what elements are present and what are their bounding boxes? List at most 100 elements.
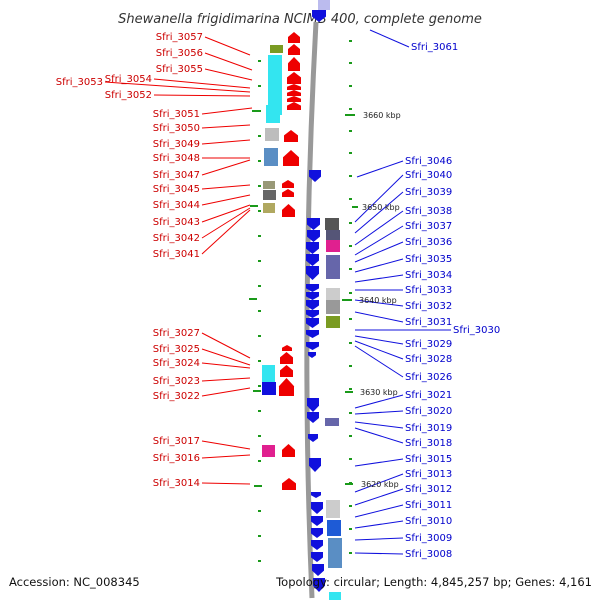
gene-label-Sfri_3033[interactable]: Sfri_3033	[405, 285, 452, 296]
gene-label-Sfri_3061[interactable]: Sfri_3061	[411, 42, 458, 53]
map-title: Shewanella frigidimarina NCIMB 400, comp…	[118, 12, 482, 27]
gene-label-Sfri_3042[interactable]: Sfri_3042	[153, 233, 200, 244]
scale-label-3650: 3650 kbp	[362, 203, 400, 212]
gene-label-Sfri_3034[interactable]: Sfri_3034	[405, 270, 452, 281]
gene-feature-block-8	[262, 365, 275, 383]
gene-label-Sfri_3039[interactable]: Sfri_3039	[405, 187, 452, 198]
tick-mark-right-5	[349, 152, 352, 154]
connector-right-22	[354, 488, 404, 506]
gene-label-Sfri_3017[interactable]: Sfri_3017	[153, 436, 200, 447]
gene-label-Sfri_3021[interactable]: Sfri_3021	[405, 390, 452, 401]
reverse-gene-arrow-8	[306, 292, 319, 300]
gene-label-Sfri_3044[interactable]: Sfri_3044	[153, 200, 200, 211]
gene-label-Sfri_3043[interactable]: Sfri_3043	[153, 217, 200, 228]
gene-label-Sfri_3036[interactable]: Sfri_3036	[405, 237, 452, 248]
gene-label-Sfri_3018[interactable]: Sfri_3018	[405, 438, 452, 449]
tick-mark-right-0	[349, 40, 352, 42]
gene-label-Sfri_3025[interactable]: Sfri_3025	[153, 344, 200, 355]
gene-label-Sfri_3032[interactable]: Sfri_3032	[405, 301, 452, 312]
forward-gene-arrow-12	[282, 204, 295, 217]
gene-label-Sfri_3009[interactable]: Sfri_3009	[405, 533, 452, 544]
connector-right-5	[354, 225, 404, 256]
gene-label-Sfri_3055[interactable]: Sfri_3055	[156, 64, 203, 75]
connector-right-1	[356, 160, 404, 178]
gene-label-Sfri_3050[interactable]: Sfri_3050	[153, 123, 200, 134]
gene-label-Sfri_3035[interactable]: Sfri_3035	[405, 254, 452, 265]
gene-label-Sfri_3011[interactable]: Sfri_3011	[405, 500, 452, 511]
tick-major-left-3	[253, 390, 261, 392]
gene-label-Sfri_3027[interactable]: Sfri_3027	[153, 328, 200, 339]
gene-label-Sfri_3049[interactable]: Sfri_3049	[153, 139, 200, 150]
gene-label-Sfri_3013[interactable]: Sfri_3013	[405, 469, 452, 480]
tick-mark-right-2	[349, 85, 352, 87]
gene-label-Sfri_3030[interactable]: Sfri_3030	[453, 325, 500, 336]
gene-label-Sfri_3038[interactable]: Sfri_3038	[405, 206, 452, 217]
connector-right-20	[354, 458, 404, 467]
gene-label-Sfri_3014[interactable]: Sfri_3014	[153, 478, 200, 489]
gene-label-Sfri_3028[interactable]: Sfri_3028	[405, 354, 452, 365]
forward-gene-arrow-2	[288, 57, 300, 71]
gene-label-Sfri_3019[interactable]: Sfri_3019	[405, 423, 452, 434]
gene-label-Sfri_3023[interactable]: Sfri_3023	[153, 376, 200, 387]
gene-label-Sfri_3008[interactable]: Sfri_3008	[405, 549, 452, 560]
forward-gene-arrow-0	[288, 32, 300, 43]
gene-feature-block-21	[327, 520, 341, 536]
gene-label-Sfri_3041[interactable]: Sfri_3041	[153, 249, 200, 260]
connector-left-3	[153, 78, 251, 89]
connector-left-17	[201, 348, 251, 366]
gene-feature-block-7	[263, 203, 275, 213]
gene-label-Sfri_3040[interactable]: Sfri_3040	[405, 170, 452, 181]
reverse-gene-arrow-23	[311, 540, 323, 550]
gene-label-Sfri_3054[interactable]: Sfri_3054	[105, 74, 152, 85]
tick-mark-right-15	[349, 388, 352, 390]
connector-left-22	[201, 454, 251, 459]
connector-right-25	[354, 537, 404, 541]
tick-mark-left-8	[258, 260, 261, 262]
tick-mark-right-13	[349, 342, 352, 344]
gene-label-Sfri_3012[interactable]: Sfri_3012	[405, 484, 452, 495]
reverse-gene-arrow-10	[306, 310, 319, 318]
gene-label-Sfri_3053[interactable]: Sfri_3053	[56, 77, 103, 88]
tick-mark-right-9	[349, 245, 352, 247]
connector-left-4	[104, 81, 251, 93]
gene-label-Sfri_3031[interactable]: Sfri_3031	[405, 317, 452, 328]
tick-major-left-0	[252, 110, 260, 112]
gene-feature-block-16	[326, 288, 340, 300]
reverse-gene-arrow-25	[312, 564, 324, 576]
gene-label-Sfri_3051[interactable]: Sfri_3051	[153, 109, 200, 120]
gene-label-Sfri_3057[interactable]: Sfri_3057	[156, 32, 203, 43]
connector-left-14	[201, 207, 251, 239]
gene-label-Sfri_3029[interactable]: Sfri_3029	[405, 339, 452, 350]
gene-label-Sfri_3010[interactable]: Sfri_3010	[405, 516, 452, 527]
tick-mark-left-20	[258, 560, 261, 562]
connector-right-0	[369, 29, 410, 48]
gene-label-Sfri_3024[interactable]: Sfri_3024	[153, 358, 200, 369]
gene-feature-block-18	[326, 316, 340, 328]
reverse-gene-arrow-6	[306, 266, 319, 280]
gene-label-Sfri_3020[interactable]: Sfri_3020	[405, 406, 452, 417]
gene-label-Sfri_3045[interactable]: Sfri_3045	[153, 184, 200, 195]
gene-label-Sfri_3026[interactable]: Sfri_3026	[405, 372, 452, 383]
gene-label-Sfri_3016[interactable]: Sfri_3016	[153, 453, 200, 464]
tick-mark-right-10	[349, 268, 352, 270]
gene-label-Sfri_3046[interactable]: Sfri_3046	[405, 156, 452, 167]
connector-left-1	[204, 52, 253, 71]
gene-label-Sfri_3047[interactable]: Sfri_3047	[153, 170, 200, 181]
scale-mark-3650: 3650 kbp	[352, 203, 400, 212]
tick-mark-left-11	[258, 335, 261, 337]
gene-label-Sfri_3048[interactable]: Sfri_3048	[153, 153, 200, 164]
forward-gene-arrow-10	[282, 180, 294, 188]
gene-feature-block-2	[266, 105, 280, 123]
gene-label-Sfri_3056[interactable]: Sfri_3056	[156, 48, 203, 59]
tick-mark-right-12	[349, 318, 352, 320]
gene-label-Sfri_3015[interactable]: Sfri_3015	[405, 454, 452, 465]
gene-label-Sfri_3037[interactable]: Sfri_3037	[405, 221, 452, 232]
forward-gene-arrow-17	[282, 444, 295, 457]
gene-label-Sfri_3022[interactable]: Sfri_3022	[153, 391, 200, 402]
connector-left-21	[201, 440, 251, 450]
gene-label-Sfri_3052[interactable]: Sfri_3052	[105, 90, 152, 101]
tick-mark-right-17	[349, 435, 352, 437]
connector-left-16	[201, 332, 251, 359]
label-connectors	[104, 29, 451, 555]
connector-right-18	[354, 421, 404, 429]
